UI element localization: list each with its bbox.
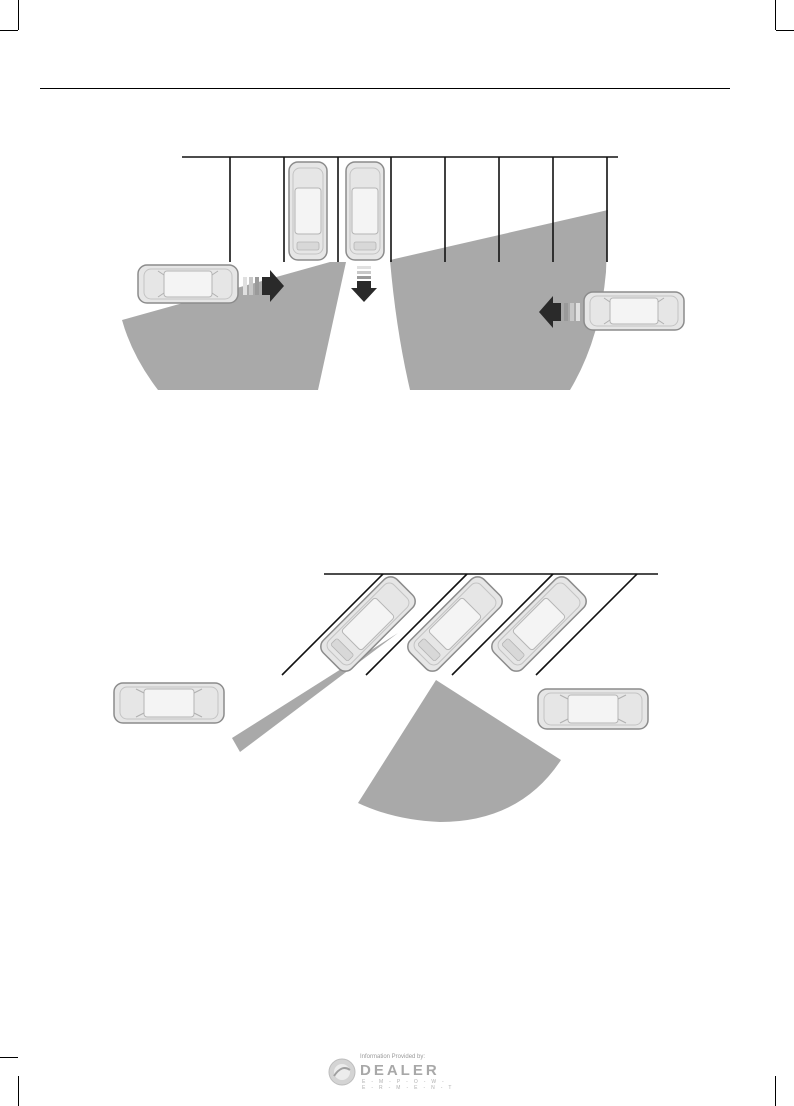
angled-reversing-car	[404, 573, 506, 675]
header-rule	[40, 88, 730, 89]
crop-mark-top-left-h	[0, 30, 18, 31]
perpendicular-parking-diagram	[0, 150, 794, 400]
approaching-car-right	[538, 689, 648, 729]
watermark-sub: E-M-P-O-W-E-R-M-E-N-T	[362, 1079, 466, 1091]
parking-lines	[182, 157, 618, 262]
reversing-car	[346, 162, 384, 260]
approaching-car-right	[584, 292, 684, 330]
dealer-watermark: Information Provided by: DEALER E-M-P-O-…	[326, 1052, 466, 1092]
crop-mark-bottom-left-h	[0, 1057, 18, 1058]
arrow-down-icon	[351, 266, 377, 302]
parked-car	[289, 162, 327, 260]
crop-mark-top-right-h	[776, 30, 794, 31]
watermark-caption: Information Provided by:	[360, 1054, 425, 1060]
approaching-car-left	[114, 683, 224, 723]
left-detection-zone	[232, 633, 398, 752]
watermark-brand: DEALER	[360, 1062, 440, 1079]
crop-mark-bottom-right-v	[775, 1076, 776, 1106]
approaching-car-left	[138, 265, 238, 303]
crop-mark-bottom-left-v	[18, 1076, 19, 1106]
crop-mark-top-right-v	[775, 0, 776, 30]
rear-detection-zone	[358, 680, 561, 822]
angled-parking-diagram	[0, 560, 794, 840]
dealer-logo-icon	[328, 1058, 356, 1086]
crop-mark-top-left-v	[18, 0, 19, 30]
